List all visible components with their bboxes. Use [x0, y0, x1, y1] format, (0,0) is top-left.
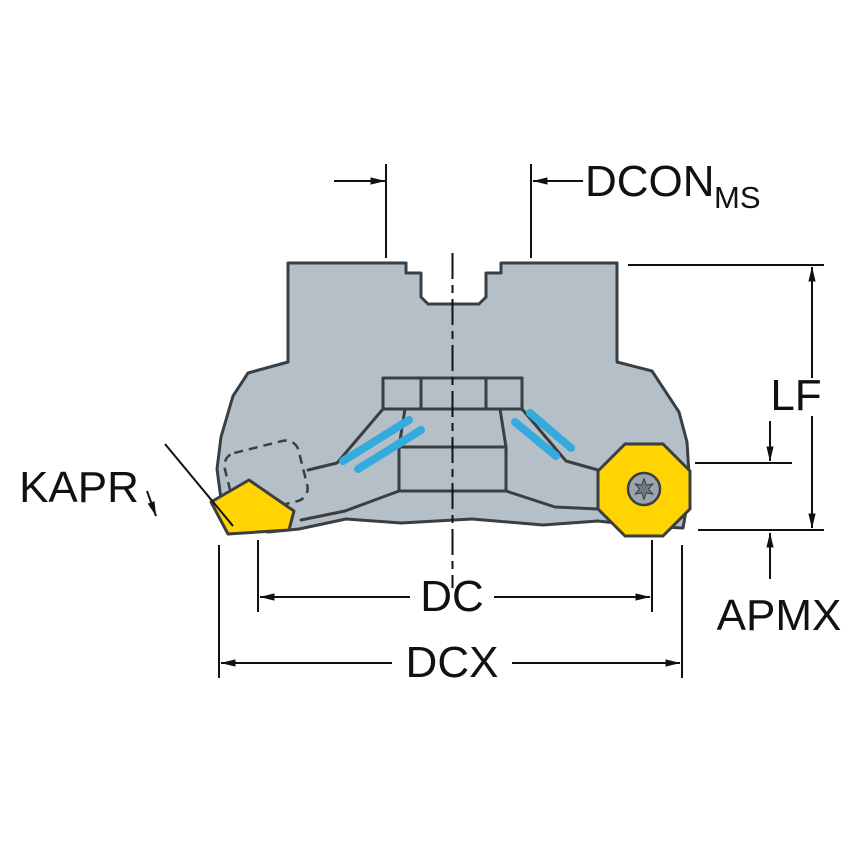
lf-label: LF: [770, 371, 821, 420]
pocket-edge-right: [520, 407, 600, 472]
gullet-line-left: [299, 489, 401, 522]
inserts-group: [209, 442, 692, 538]
dcon-sub-label: MS: [714, 180, 761, 215]
highlight-line: [511, 418, 560, 460]
dcx-label: DCX: [406, 638, 499, 687]
highlight-line: [354, 426, 425, 473]
dcon-label: DCON: [585, 157, 715, 206]
dimensions-group: [146, 164, 824, 678]
apmx-label: APMX: [717, 591, 842, 640]
kapr-label: KAPR: [19, 463, 139, 512]
pocket-edge-left: [306, 407, 385, 472]
highlight-line: [339, 416, 413, 465]
left-insert: [209, 478, 296, 536]
hub-neck-line: [498, 407, 508, 449]
highlight-lines-group: [339, 409, 575, 473]
kapr-angle-line: [164, 443, 234, 527]
kapr-arrow: [146, 490, 157, 517]
torx-star-icon: [634, 478, 654, 500]
dc-label: DC: [420, 572, 484, 621]
highlight-line: [526, 409, 575, 452]
labels-group: DCON MS LF APMX KAPR DC DCX: [19, 157, 841, 687]
gullet-line-right: [504, 489, 600, 511]
